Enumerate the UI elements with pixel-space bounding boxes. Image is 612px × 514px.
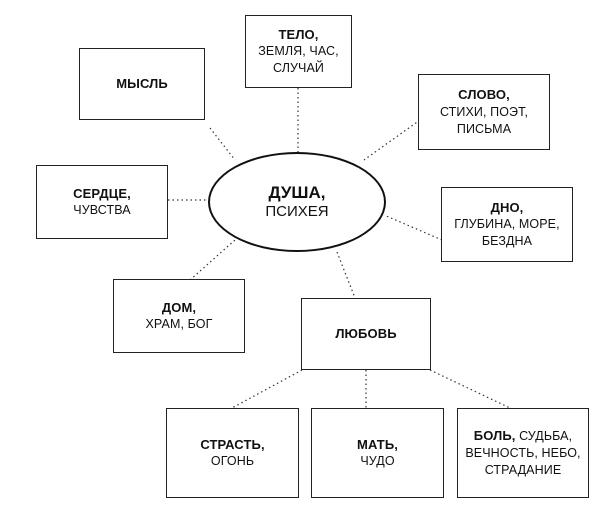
node-bol-heading: БОЛЬ, СУДЬБА,: [474, 427, 572, 445]
node-bol-line2: СТРАДАНИЕ: [484, 462, 562, 477]
node-dusha: ДУША, ПСИХЕЯ: [208, 152, 386, 252]
node-strast: СТРАСТЬ, ОГОНЬ: [166, 408, 299, 498]
node-dusha-subtitle: ПСИХЕЯ: [265, 203, 329, 221]
link-slovo: [363, 119, 421, 161]
link-lyubov: [336, 251, 356, 299]
node-mysl: МЫСЛЬ: [79, 48, 205, 120]
node-mat-line1: ЧУДО: [360, 454, 395, 469]
node-mat: МАТЬ, ЧУДО: [311, 408, 444, 498]
node-dom-title: ДОМ,: [161, 299, 197, 315]
node-lyubov: ЛЮБОВЬ: [301, 298, 431, 370]
link-mysl: [209, 127, 236, 161]
node-dno-line2: БЕЗДНА: [481, 234, 533, 249]
link-dom: [189, 239, 236, 281]
node-telo: ТЕЛО, ЗЕМЛЯ, ЧАС, СЛУЧАЙ: [245, 15, 352, 88]
node-telo-line1: ЗЕМЛЯ, ЧАС,: [258, 44, 339, 59]
node-slovo: СЛОВО, СТИХИ, ПОЭТ, ПИСЬМА: [418, 74, 550, 150]
node-strast-title: СТРАСТЬ,: [200, 436, 265, 452]
node-dom-line1: ХРАМ, БОГ: [145, 317, 213, 332]
node-lyubov-title: ЛЮБОВЬ: [335, 326, 397, 342]
node-mysl-title: МЫСЛЬ: [116, 76, 168, 92]
node-bol: БОЛЬ, СУДЬБА, ВЕЧНОСТЬ, НЕБО, СТРАДАНИЕ: [457, 408, 589, 498]
node-bol-title: БОЛЬ,: [473, 428, 516, 444]
node-dno-line1: ГЛУБИНА, МОРЕ,: [454, 217, 560, 232]
node-dom: ДОМ, ХРАМ, БОГ: [113, 279, 245, 353]
link-dno: [383, 214, 443, 241]
node-telo-title: ТЕЛО,: [278, 26, 319, 42]
node-telo-line2: СЛУЧАЙ: [272, 61, 324, 76]
node-dusha-title: ДУША,: [268, 183, 326, 202]
node-dno: ДНО, ГЛУБИНА, МОРЕ, БЕЗДНА: [441, 187, 573, 262]
link-strast: [231, 369, 303, 409]
node-serdce: СЕРДЦЕ, ЧУВСТВА: [36, 165, 168, 239]
link-bol: [429, 369, 511, 409]
node-slovo-line2: ПИСЬМА: [456, 121, 512, 136]
node-strast-line1: ОГОНЬ: [210, 454, 255, 469]
node-dno-title: ДНО,: [490, 199, 524, 215]
node-mat-title: МАТЬ,: [357, 436, 398, 452]
node-serdce-line1: ЧУВСТВА: [73, 203, 131, 218]
node-serdce-title: СЕРДЦЕ,: [73, 185, 131, 201]
node-slovo-line1: СТИХИ, ПОЭТ,: [439, 104, 529, 119]
node-bol-line1: ВЕЧНОСТЬ, НЕБО,: [465, 446, 581, 461]
node-bol-title-rest: СУДЬБА,: [515, 429, 573, 444]
node-slovo-title: СЛОВО,: [458, 87, 510, 103]
